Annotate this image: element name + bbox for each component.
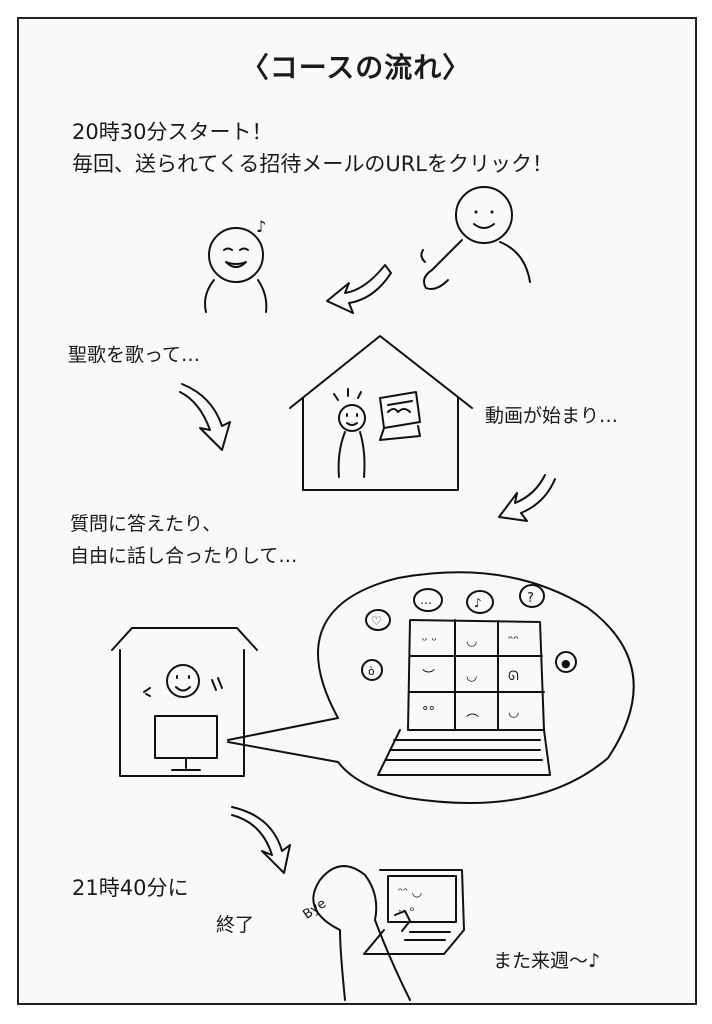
svg-text:♡: ♡ — [371, 614, 382, 628]
discuss-text-2: 自由に話し合ったりして… — [70, 545, 298, 567]
arrow-icon — [326, 264, 392, 314]
svg-text:◡: ◡ — [466, 669, 477, 684]
house-monitor-illustration — [111, 627, 258, 777]
svg-text:♪: ♪ — [474, 596, 482, 610]
see-you-text: また来週～♪ — [493, 950, 601, 972]
svg-text:?: ? — [527, 591, 534, 606]
speech-bubble-illustration: ᵕ ᵕ ◡ ᵔᵔ ︶ ◡ ᘏ °° ︵ ◡ ♡ … ♪ ? ò ● — [227, 571, 635, 804]
svg-text:●: ● — [561, 657, 571, 670]
svg-text:ò: ò — [368, 665, 375, 678]
bye-person-illustration: ᵔᵔ ◡ ·· ᵒ Bye — [300, 865, 465, 1001]
svg-text:◡: ◡ — [508, 705, 519, 720]
video-text: 動画が始まり… — [485, 405, 619, 427]
svg-text:♪: ♪ — [256, 217, 266, 236]
svg-text:ᵕ ᵕ: ᵕ ᵕ — [422, 634, 437, 649]
arrow-icon — [231, 806, 291, 874]
svg-text:︶: ︶ — [422, 669, 435, 684]
svg-text:ᵔᵔ: ᵔᵔ — [508, 634, 519, 649]
end-text: 終了 — [216, 914, 255, 936]
arrow-icon — [179, 383, 231, 451]
page-title: 〈コースの流れ〉 — [240, 51, 472, 84]
house-video-illustration — [289, 335, 473, 491]
singing-person-illustration: ♪ — [204, 217, 268, 313]
svg-text:…: … — [420, 593, 432, 607]
svg-text:ᘏ: ᘏ — [508, 669, 519, 684]
bye-label: Bye — [300, 896, 329, 922]
arrow-icon — [498, 474, 556, 522]
svg-text:°°: °° — [422, 705, 435, 720]
flyer-frame — [17, 17, 697, 1005]
start-time-text: 20時30分スタート！ — [72, 120, 273, 144]
svg-text:︵: ︵ — [466, 705, 479, 720]
end-time-text: 21時40分に — [72, 876, 189, 900]
click-url-text: 毎回、送られてくる招待メールのURLをクリック！ — [72, 152, 553, 176]
svg-text:◡: ◡ — [466, 634, 477, 649]
svg-text:·· ᵒ: ·· ᵒ — [398, 904, 414, 918]
sing-text: 聖歌を歌って… — [68, 344, 201, 366]
svg-text:ᵔᵔ ◡: ᵔᵔ ◡ — [398, 885, 422, 899]
discuss-text-1: 質問に答えたり、 — [70, 513, 222, 535]
person-clicking-illustration — [420, 186, 531, 290]
